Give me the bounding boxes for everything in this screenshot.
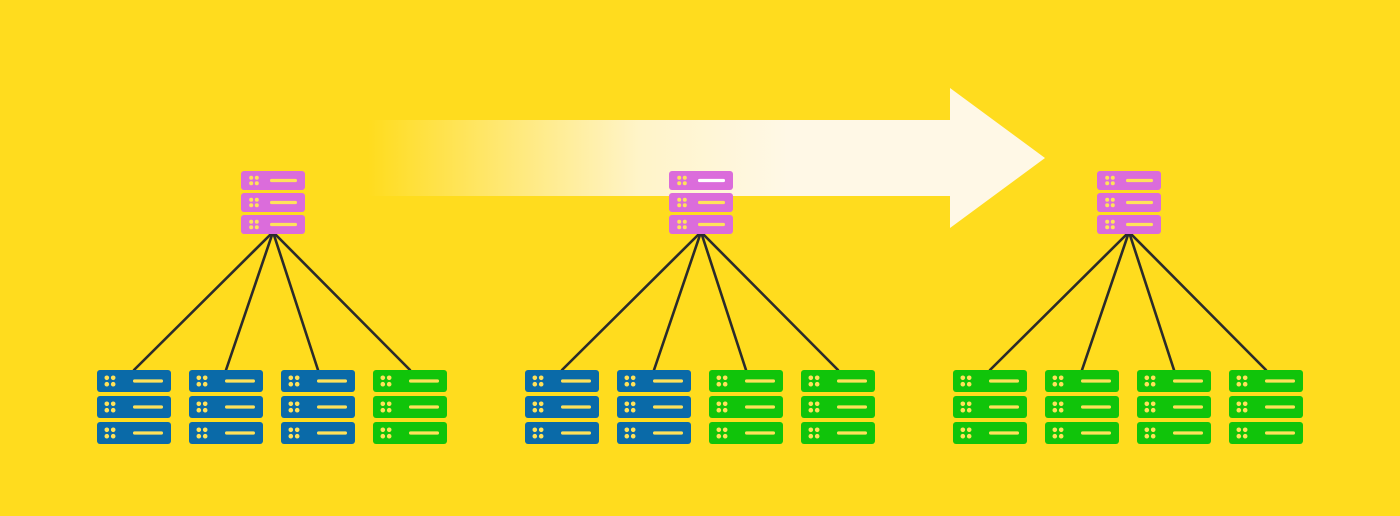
server-unit-icon	[241, 171, 305, 190]
backend-server-new-version-icon	[709, 370, 783, 444]
server-unit-icon	[189, 422, 263, 444]
connector-line	[271, 230, 412, 372]
server-unit-icon	[241, 193, 305, 212]
connector-lines	[560, 230, 840, 372]
server-unit-icon	[1229, 396, 1303, 418]
server-unit-icon	[709, 396, 783, 418]
connector-line	[1127, 230, 1268, 372]
server-unit-icon	[281, 422, 355, 444]
server-unit-icon	[801, 396, 875, 418]
server-unit-icon	[1229, 422, 1303, 444]
connector-line	[1127, 230, 1176, 372]
server-unit-icon	[617, 370, 691, 392]
stage-1	[97, 171, 447, 444]
server-unit-icon	[373, 370, 447, 392]
connector-line	[699, 230, 840, 372]
connector-line	[132, 230, 275, 372]
server-unit-icon	[189, 396, 263, 418]
connector-line	[1080, 230, 1131, 372]
stage-2	[525, 171, 875, 444]
connector-line	[224, 230, 275, 372]
server-unit-icon	[97, 396, 171, 418]
server-unit-icon	[1045, 422, 1119, 444]
server-unit-icon	[1097, 193, 1161, 212]
server-unit-icon	[525, 370, 599, 392]
server-unit-icon	[1097, 215, 1161, 234]
progress-arrow	[368, 88, 1045, 228]
server-unit-icon	[1137, 396, 1211, 418]
server-unit-icon	[373, 422, 447, 444]
server-unit-icon	[1045, 370, 1119, 392]
server-unit-icon	[801, 422, 875, 444]
server-unit-icon	[1045, 396, 1119, 418]
server-unit-icon	[1137, 370, 1211, 392]
load-balancer-server-stack-icon	[241, 171, 305, 234]
server-unit-icon	[669, 215, 733, 234]
server-unit-icon	[281, 370, 355, 392]
server-unit-icon	[953, 396, 1027, 418]
connector-line	[652, 230, 703, 372]
server-unit-icon	[97, 370, 171, 392]
server-unit-icon	[97, 422, 171, 444]
backend-server-old-version-icon	[281, 370, 355, 444]
server-unit-icon	[373, 396, 447, 418]
server-unit-icon	[709, 370, 783, 392]
server-unit-icon	[241, 215, 305, 234]
connector-line	[988, 230, 1131, 372]
server-unit-icon	[525, 422, 599, 444]
load-balancer-server-stack-icon	[669, 171, 733, 234]
backend-server-new-version-icon	[953, 370, 1027, 444]
connector-line	[699, 230, 748, 372]
stages-layer	[97, 171, 1303, 444]
backend-server-new-version-icon	[1229, 370, 1303, 444]
server-unit-icon	[669, 171, 733, 190]
server-unit-icon	[525, 396, 599, 418]
server-unit-icon	[953, 422, 1027, 444]
backend-server-old-version-icon	[525, 370, 599, 444]
server-unit-icon	[953, 370, 1027, 392]
server-unit-icon	[709, 422, 783, 444]
backend-server-old-version-icon	[617, 370, 691, 444]
server-unit-icon	[189, 370, 263, 392]
backend-server-old-version-icon	[97, 370, 171, 444]
server-unit-icon	[1097, 171, 1161, 190]
backend-server-new-version-icon	[373, 370, 447, 444]
stage-3	[953, 171, 1303, 444]
server-unit-icon	[281, 396, 355, 418]
connector-line	[271, 230, 320, 372]
server-unit-icon	[1229, 370, 1303, 392]
server-unit-icon	[669, 193, 733, 212]
server-unit-icon	[1137, 422, 1211, 444]
server-unit-icon	[801, 370, 875, 392]
backend-server-new-version-icon	[1045, 370, 1119, 444]
backend-server-new-version-icon	[1137, 370, 1211, 444]
connector-line	[560, 230, 703, 372]
backend-server-new-version-icon	[801, 370, 875, 444]
backend-server-old-version-icon	[189, 370, 263, 444]
connector-lines	[132, 230, 412, 372]
connector-lines	[988, 230, 1268, 372]
load-balancer-server-stack-icon	[1097, 171, 1161, 234]
server-unit-icon	[617, 396, 691, 418]
server-unit-icon	[617, 422, 691, 444]
